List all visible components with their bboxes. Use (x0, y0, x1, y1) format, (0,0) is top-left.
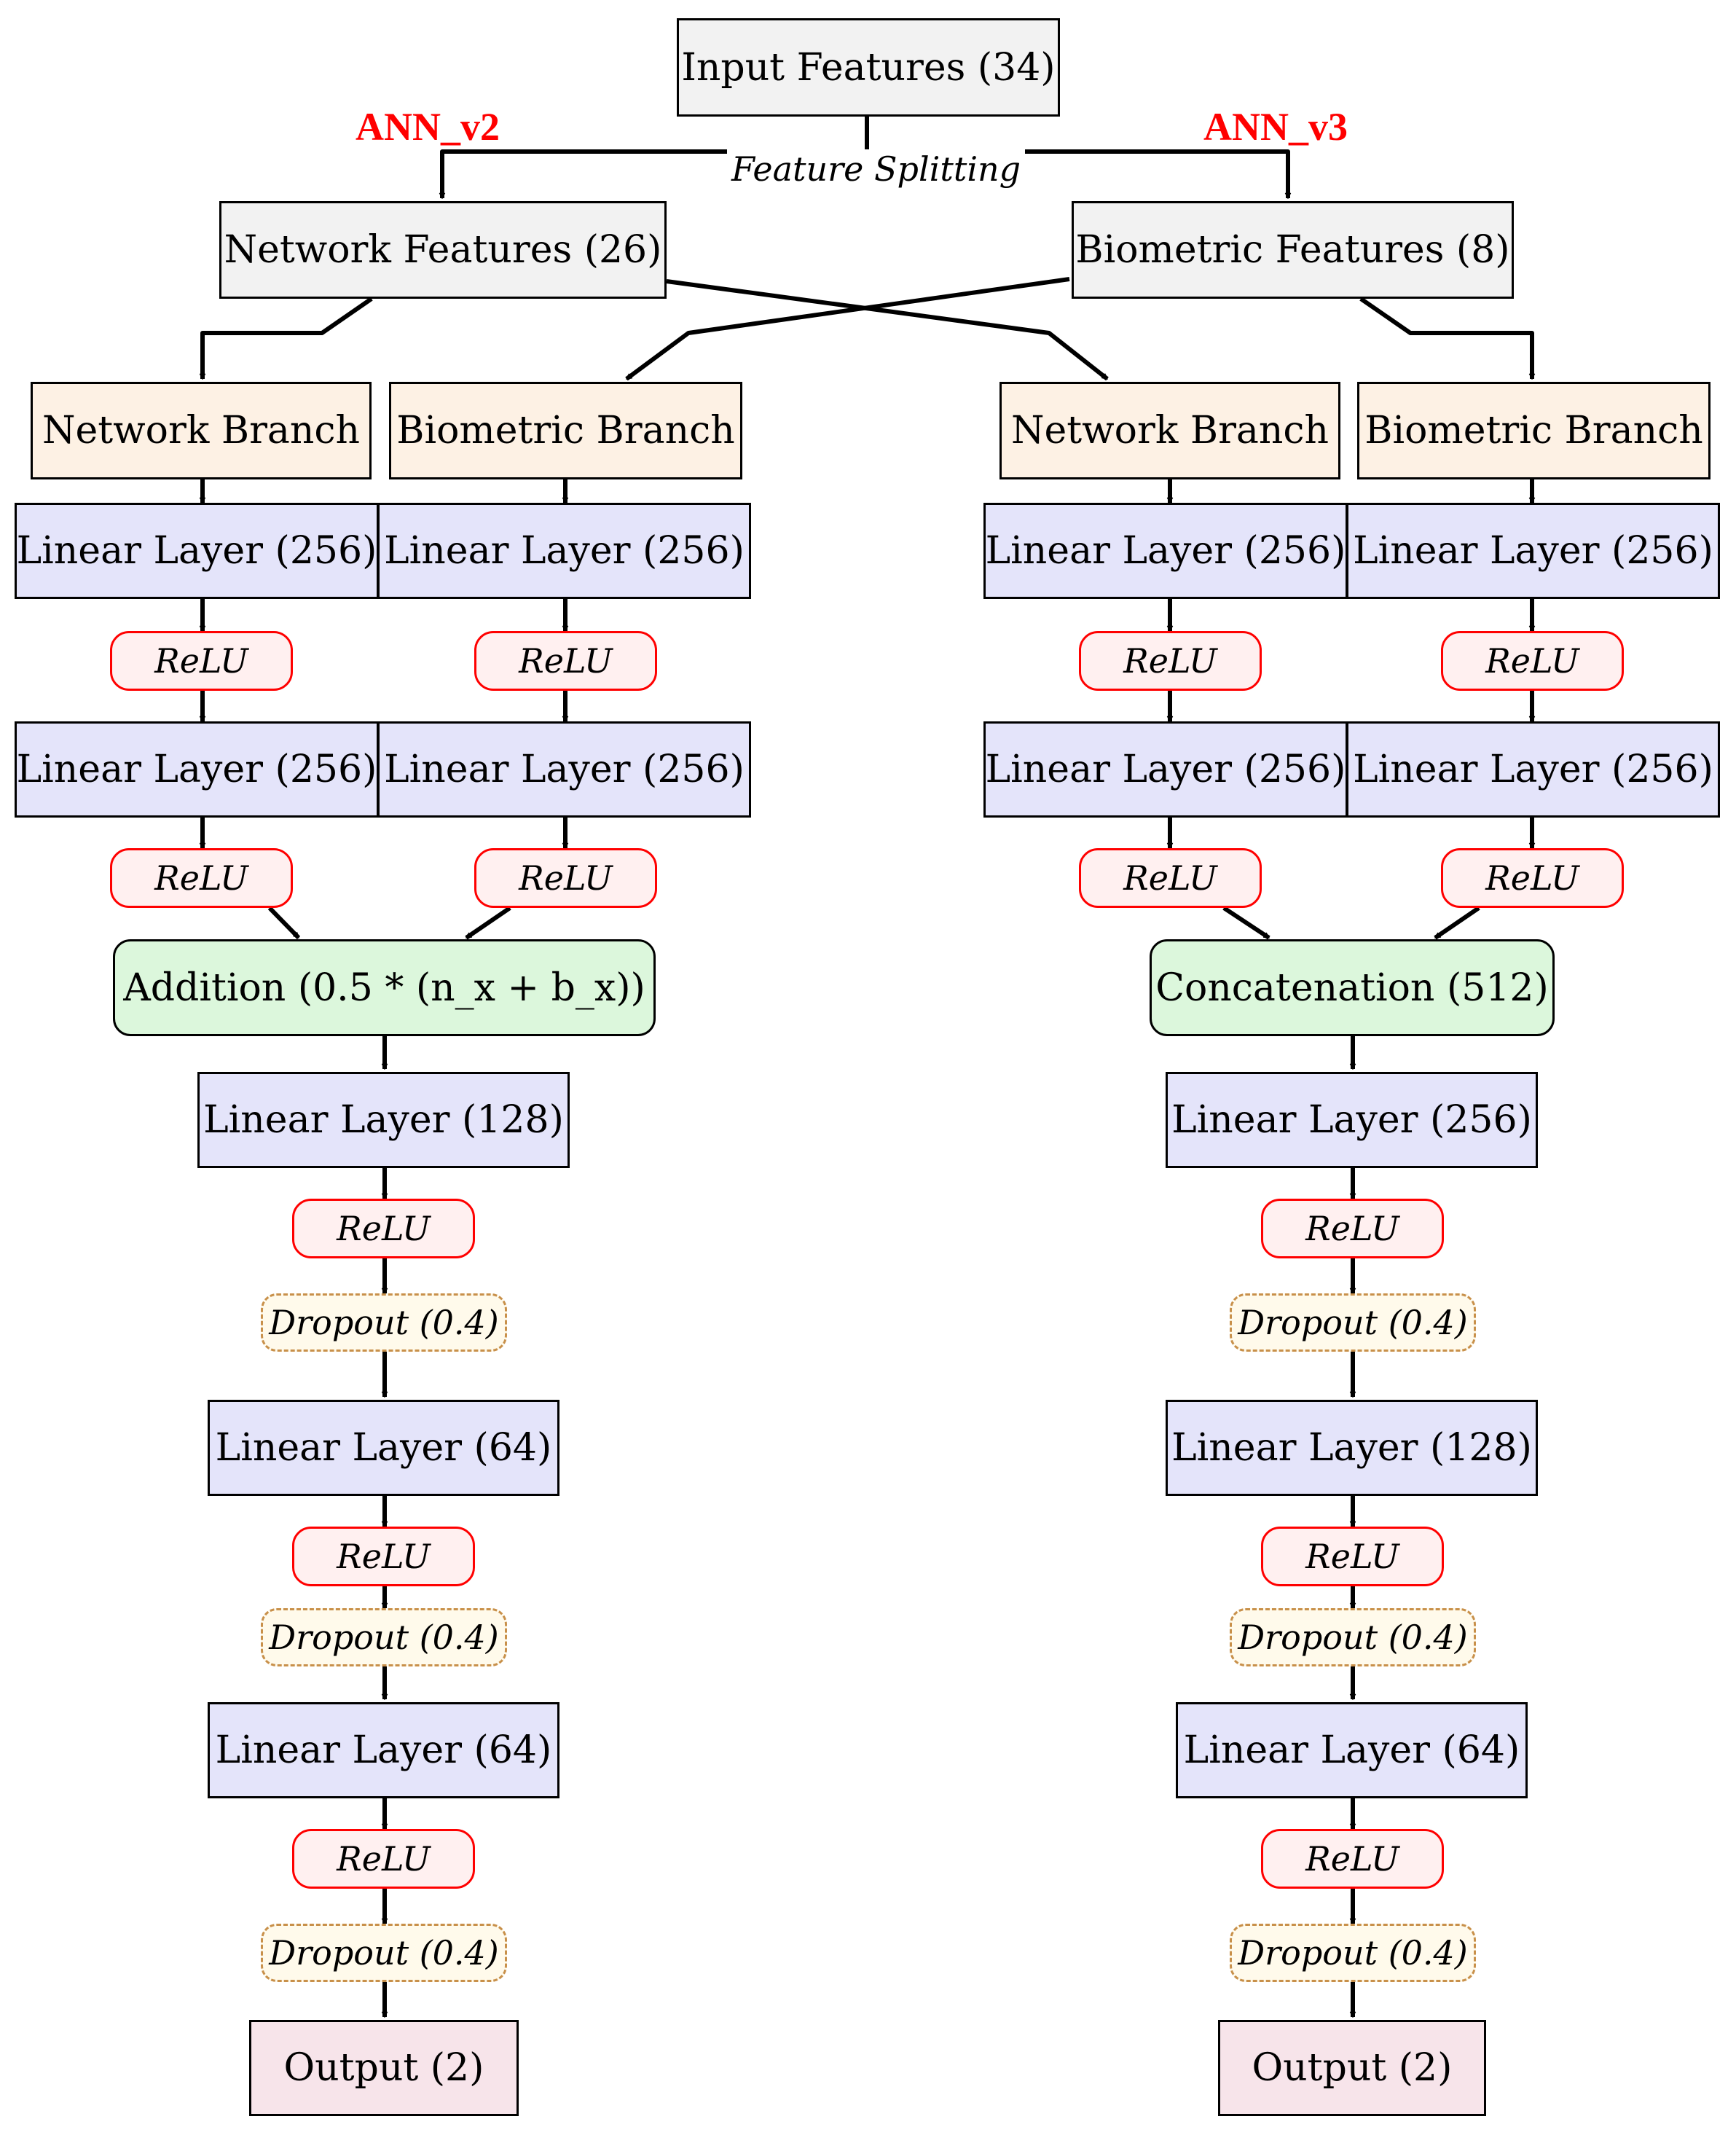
feature-splitting-label: Feature Splitting (727, 149, 1026, 189)
v3-relu-5: ReLU (1261, 1829, 1444, 1889)
arrow-netfeat-to-v2-net-branch (203, 297, 373, 379)
arrow-v2-bio-relu2-merge (465, 906, 511, 940)
v2-network-linear-layer-2: Linear Layer (256) (15, 721, 379, 818)
v2-addition-node: Addition (0.5 * (n_x + b_x)) (113, 939, 656, 1036)
v3-dropout-2: Dropout (0.4) (1230, 1608, 1476, 1666)
v3-linear-layer-128: Linear Layer (128) (1166, 1400, 1538, 1496)
v3-dropout-3: Dropout (0.4) (1230, 1924, 1476, 1982)
v2-network-relu-1: ReLU (110, 631, 293, 691)
arrow-biofeat-to-v3-bio-branch (1359, 297, 1532, 379)
v3-concatenation-node: Concatenation (512) (1150, 939, 1555, 1036)
v2-linear-layer-64-a: Linear Layer (64) (208, 1400, 559, 1496)
v3-biometric-branch: Biometric Branch (1357, 382, 1711, 479)
v3-biometric-linear-layer-2: Linear Layer (256) (1346, 721, 1720, 818)
v2-biometric-linear-layer-1: Linear Layer (256) (377, 503, 751, 599)
v2-linear-layer-64-b: Linear Layer (64) (208, 1702, 559, 1798)
v2-linear-layer-128: Linear Layer (128) (197, 1072, 570, 1168)
input-features-node: Input Features (34) (677, 18, 1060, 117)
v3-dropout-1: Dropout (0.4) (1230, 1293, 1476, 1352)
v3-linear-layer-256: Linear Layer (256) (1166, 1072, 1538, 1168)
v2-biometric-relu-1: ReLU (474, 631, 657, 691)
v3-biometric-relu-1: ReLU (1441, 631, 1624, 691)
biometric-features-node: Biometric Features (8) (1072, 201, 1514, 299)
v2-dropout-1: Dropout (0.4) (261, 1293, 507, 1352)
v3-linear-layer-64: Linear Layer (64) (1176, 1702, 1528, 1798)
v2-biometric-relu-2: ReLU (474, 848, 657, 908)
v2-dropout-2: Dropout (0.4) (261, 1608, 507, 1666)
v2-relu-5: ReLU (292, 1829, 475, 1889)
v2-output-node: Output (2) (249, 2020, 519, 2116)
arrow-v3-bio-relu2-merge (1434, 906, 1480, 940)
v3-network-linear-layer-2: Linear Layer (256) (983, 721, 1348, 818)
v3-network-linear-layer-1: Linear Layer (256) (983, 503, 1348, 599)
ann-v2-title: ANN_v2 (356, 105, 500, 149)
v2-dropout-3: Dropout (0.4) (261, 1924, 507, 1982)
arrow-v2-net-relu2-merge (267, 906, 301, 940)
arrow-netfeat-to-v3-net-branch (666, 279, 1109, 381)
v3-relu-3: ReLU (1261, 1199, 1444, 1258)
v2-relu-3: ReLU (292, 1199, 475, 1258)
v3-network-relu-1: ReLU (1079, 631, 1262, 691)
arrow-split-to-network-features (442, 149, 867, 198)
v2-biometric-branch: Biometric Branch (389, 382, 742, 479)
arrow-v3-net-relu2-merge (1222, 906, 1270, 940)
v3-biometric-linear-layer-1: Linear Layer (256) (1346, 503, 1720, 599)
network-features-node: Network Features (26) (219, 201, 667, 299)
v2-network-relu-2: ReLU (110, 848, 293, 908)
v2-relu-4: ReLU (292, 1527, 475, 1586)
v3-biometric-relu-2: ReLU (1441, 848, 1624, 908)
v3-network-branch: Network Branch (999, 382, 1340, 479)
ann-v3-title: ANN_v3 (1203, 105, 1348, 149)
v3-relu-4: ReLU (1261, 1527, 1444, 1586)
v3-network-relu-2: ReLU (1079, 848, 1262, 908)
arrow-biofeat-to-v2-bio-branch (625, 277, 1070, 381)
v3-output-node: Output (2) (1218, 2020, 1486, 2116)
v2-network-branch: Network Branch (31, 382, 372, 479)
v2-network-linear-layer-1: Linear Layer (256) (15, 503, 379, 599)
v2-biometric-linear-layer-2: Linear Layer (256) (377, 721, 751, 818)
